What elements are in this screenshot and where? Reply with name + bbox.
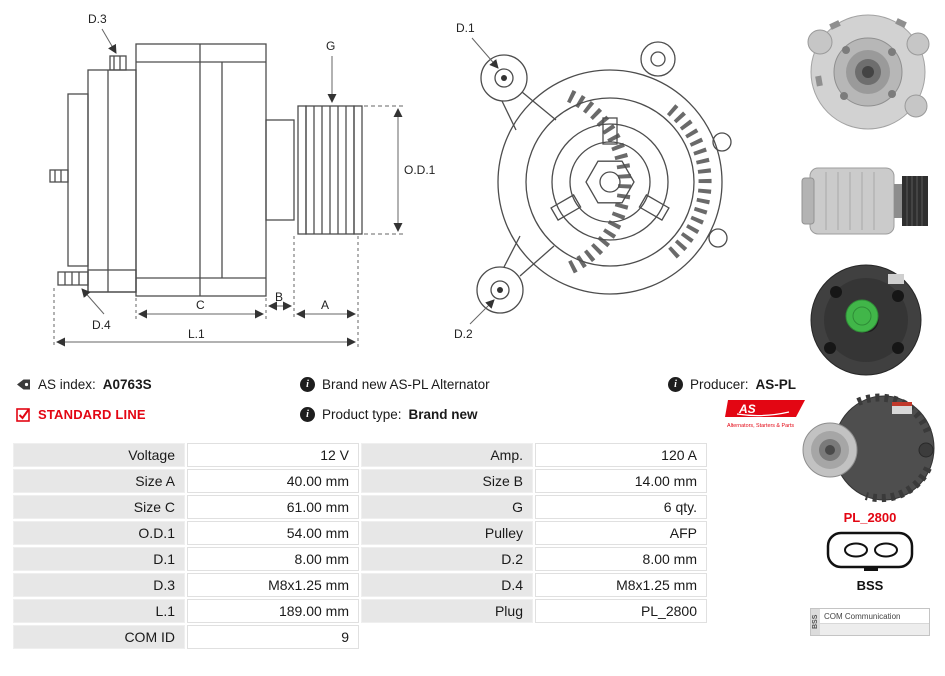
as-index-value: A0763S [102, 377, 152, 392]
info-icon: i [300, 407, 315, 422]
com-communication-box: BSS COM Communication [810, 608, 930, 636]
alternator-photo-rear[interactable] [800, 262, 940, 380]
spec-label: Size A [13, 469, 185, 493]
as-pl-logo-tagline: Alternators, Starters & Parts [727, 423, 794, 429]
dim-label-a: A [321, 298, 329, 312]
brand-text: Brand new AS-PL Alternator [322, 377, 490, 392]
plug-name-label: BSS [856, 578, 884, 593]
spec-label: Pulley [361, 521, 533, 545]
spec-value: 6 qty. [535, 495, 707, 519]
alternator-side-view-diagram: D.3 G O.D.1 D.4 C B A L.1 [49, 12, 436, 348]
table-row: O.D.1 54.00 mm Pulley AFP [13, 521, 707, 545]
as-index-row: AS index: A0763S [16, 377, 152, 392]
spec-label: D.3 [13, 573, 185, 597]
com-body: COM Communication [820, 609, 929, 635]
dim-label-l1: L.1 [188, 327, 205, 341]
as-pl-logo-text: AS [738, 402, 756, 416]
producer-value: AS-PL [755, 377, 797, 392]
alternator-photo-side[interactable] [800, 148, 940, 254]
spec-label: Plug [361, 599, 533, 623]
spec-label: L.1 [13, 599, 185, 623]
product-type-row: i Product type: Brand new [300, 407, 478, 422]
product-type-label: Product type: [322, 407, 402, 422]
spec-label: Size B [361, 469, 533, 493]
spec-label: D.1 [13, 547, 185, 571]
spec-value: 40.00 mm [187, 469, 359, 493]
spec-empty-cell [535, 625, 707, 649]
as-index-label: AS index: [38, 377, 96, 392]
table-row: COM ID 9 [13, 625, 707, 649]
spec-value: 61.00 mm [187, 495, 359, 519]
product-type-value: Brand new [408, 407, 478, 422]
spec-value: 120 A [535, 443, 707, 467]
spec-label: Amp. [361, 443, 533, 467]
table-row: Size C 61.00 mm G 6 qty. [13, 495, 707, 519]
spec-value: 8.00 mm [535, 547, 707, 571]
spec-value: 12 V [187, 443, 359, 467]
info-icon: i [300, 377, 315, 392]
dim-label-c: C [196, 298, 205, 312]
spec-value: 14.00 mm [535, 469, 707, 493]
spec-value: 9 [187, 625, 359, 649]
spec-label: D.4 [361, 573, 533, 597]
info-icon: i [668, 377, 683, 392]
tag-icon [17, 379, 30, 390]
com-empty-row [820, 624, 929, 635]
spec-value: 8.00 mm [187, 547, 359, 571]
spec-label: Size C [13, 495, 185, 519]
alternator-photo-angle[interactable] [800, 388, 940, 506]
spec-value: M8x1.25 mm [187, 573, 359, 597]
spec-label: COM ID [13, 625, 185, 649]
plug-code-label: PL_2800 [843, 510, 897, 525]
dim-label-d1: D.1 [456, 21, 475, 35]
plug-connector-icon [826, 531, 914, 571]
spec-label: G [361, 495, 533, 519]
dim-label-od1: O.D.1 [404, 163, 436, 177]
com-tab-label: BSS [811, 609, 820, 635]
standard-line-row: STANDARD LINE [16, 407, 146, 422]
technical-drawings: D.3 G O.D.1 D.4 C B A L.1 [0, 0, 790, 372]
dim-label-b: B [275, 290, 283, 304]
brand-row: i Brand new AS-PL Alternator [300, 377, 490, 392]
producer-label: Producer: [690, 377, 749, 392]
table-row: Voltage 12 V Amp. 120 A [13, 443, 707, 467]
alternator-front-view-diagram: D.1 D.2 [454, 21, 732, 341]
table-row: L.1 189.00 mm Plug PL_2800 [13, 599, 707, 623]
spec-empty-cell [361, 625, 533, 649]
spec-label: Voltage [13, 443, 185, 467]
dim-label-d2: D.2 [454, 327, 473, 341]
dim-label-d4: D.4 [92, 318, 111, 332]
spec-value: PL_2800 [535, 599, 707, 623]
as-pl-logo: AS Alternators, Starters & Parts [725, 400, 805, 429]
producer-row: i Producer: AS-PL [668, 377, 796, 392]
dim-label-d3: D.3 [88, 12, 107, 26]
spec-label: O.D.1 [13, 521, 185, 545]
table-row: Size A 40.00 mm Size B 14.00 mm [13, 469, 707, 493]
spec-table: Voltage 12 V Amp. 120 A Size A 40.00 mm … [11, 441, 709, 651]
standard-line-label: STANDARD LINE [38, 407, 146, 422]
table-row: D.3 M8x1.25 mm D.4 M8x1.25 mm [13, 573, 707, 597]
spec-value: M8x1.25 mm [535, 573, 707, 597]
com-communication-label: COM Communication [820, 609, 929, 624]
spec-value: 189.00 mm [187, 599, 359, 623]
spec-value: 54.00 mm [187, 521, 359, 545]
product-photo-sidebar: PL_2800 BSS BSS COM Communication [795, 0, 945, 676]
spec-value: AFP [535, 521, 707, 545]
dim-label-g: G [326, 39, 335, 53]
table-row: D.1 8.00 mm D.2 8.00 mm [13, 547, 707, 571]
spec-label: D.2 [361, 547, 533, 571]
checkbox-check-icon [16, 408, 30, 422]
alternator-photo-front[interactable] [800, 8, 940, 140]
